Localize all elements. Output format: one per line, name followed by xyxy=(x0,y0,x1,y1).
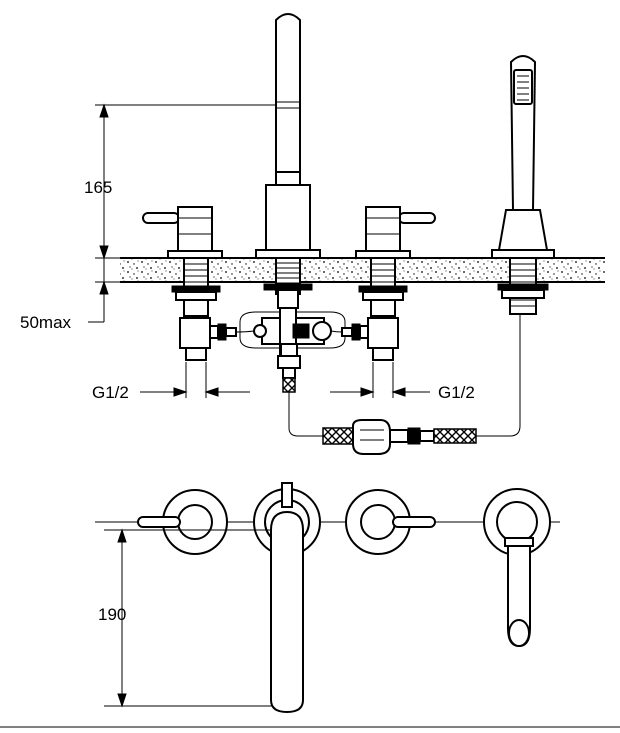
dim-label-g12-left: G1/2 xyxy=(92,383,129,402)
left-valve xyxy=(142,206,237,361)
plan-view: 190 xyxy=(95,482,560,714)
dim-label-50max: 50max xyxy=(20,313,72,332)
spout xyxy=(255,13,321,309)
left-handle-plan xyxy=(137,489,228,555)
dimension-190: 190 xyxy=(98,528,272,708)
spout-plan xyxy=(253,482,321,714)
right-valve xyxy=(341,206,436,361)
right-handle-plan xyxy=(345,489,436,555)
dimension-g12-right: G1/2 xyxy=(330,362,475,402)
dimension-165: 165 xyxy=(84,103,276,260)
dim-label-165: 165 xyxy=(84,178,112,197)
elevation-view: 165 50max G1/2 G1/2 xyxy=(20,13,605,455)
hand-shower xyxy=(491,55,555,315)
dimension-50max: 50max xyxy=(20,258,109,332)
shower-holder-plan xyxy=(483,488,551,648)
dim-label-g12-right: G1/2 xyxy=(438,383,475,402)
diverter-body xyxy=(239,307,346,393)
dim-label-190: 190 xyxy=(98,605,126,624)
dimension-g12-left: G1/2 xyxy=(92,362,250,402)
shower-hose xyxy=(288,314,521,455)
